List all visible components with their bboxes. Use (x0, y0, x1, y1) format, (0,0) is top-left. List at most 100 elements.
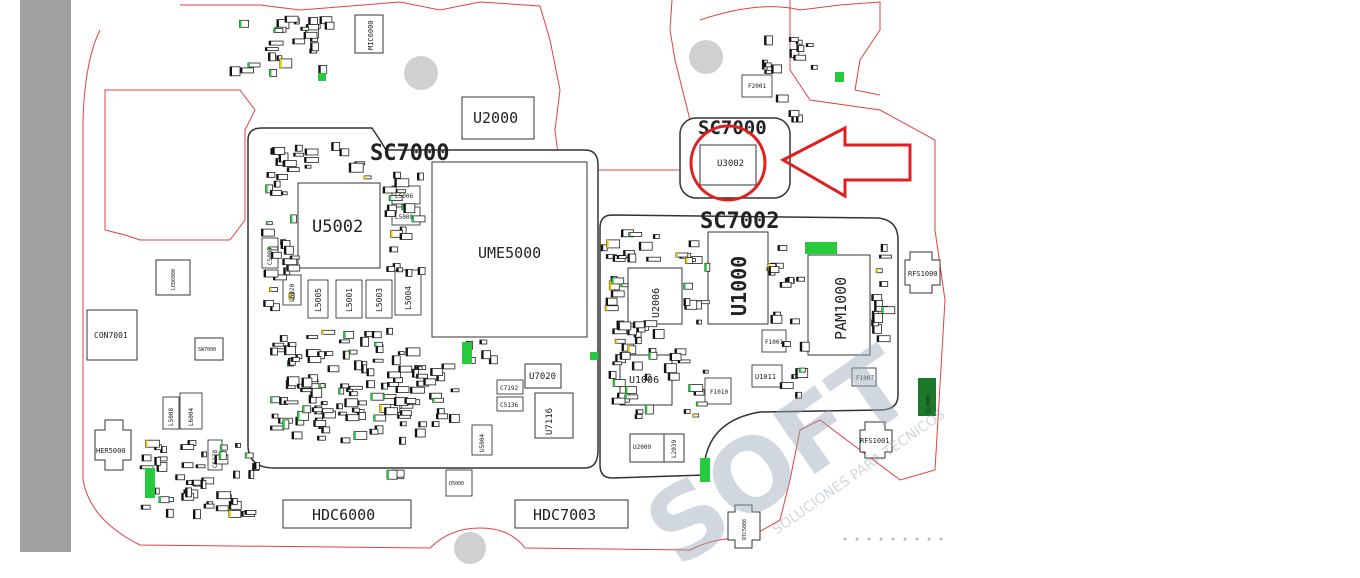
smd-pad (615, 354, 618, 363)
smd-pad (269, 69, 272, 77)
smd-pad (432, 421, 434, 427)
green-pad (145, 468, 155, 498)
smd-pad (416, 381, 419, 387)
smd-pad (297, 384, 300, 389)
smd-pad (284, 246, 287, 255)
smd-pad (239, 20, 242, 28)
smd-pad (787, 277, 790, 284)
smd-pad (322, 411, 325, 418)
smd-pad (216, 505, 219, 511)
smd-pad (874, 300, 877, 307)
smd-pad (643, 320, 646, 327)
label-sc7002: SC7002 (700, 209, 779, 234)
smd-pad (879, 281, 882, 287)
smd-pad (276, 19, 279, 29)
smd-pad (410, 387, 413, 394)
smd-pad (417, 173, 420, 180)
smd-pad (879, 255, 882, 259)
label-sc7000-top: SC7000 (698, 117, 767, 139)
smd-pad (361, 364, 364, 373)
smd-pad (354, 360, 357, 370)
smd-pad (301, 378, 304, 387)
smd-pad (415, 429, 418, 437)
smd-pad (373, 415, 376, 421)
smd-pad (785, 278, 788, 284)
smd-pad (339, 339, 342, 343)
box-rfs1000 (904, 251, 941, 294)
smd-pad (675, 253, 678, 257)
smd-pad (186, 480, 189, 485)
smd-pad (200, 480, 203, 489)
smd-pad (606, 254, 609, 259)
smd-pad (268, 246, 271, 250)
smd-pad (704, 263, 707, 272)
smd-pad (376, 344, 378, 353)
label-l2039: L2039 (671, 440, 678, 458)
smd-part (347, 385, 363, 390)
label-dtc5008: DTC5008 (742, 519, 748, 540)
smd-pad (241, 511, 244, 517)
label-f2001: F2001 (748, 83, 766, 90)
label-d5000: D5000 (449, 481, 464, 487)
green-pad (835, 72, 843, 82)
smd-part (646, 256, 661, 262)
smd-pad (770, 315, 773, 324)
smd-pad (635, 409, 638, 414)
smd-pad (403, 203, 406, 213)
box-led6000 (155, 259, 191, 296)
smd-part (263, 269, 279, 278)
smd-pad (319, 383, 321, 388)
smd-pad (395, 386, 398, 393)
smd-pad (181, 493, 184, 501)
label-mic6000: MIC6000 (367, 20, 375, 50)
smd-pad (295, 354, 298, 359)
board-outline-left (82, 0, 946, 551)
smd-pad (340, 383, 343, 388)
smd-pad (628, 232, 631, 237)
smd-pad (185, 487, 188, 497)
smd-pad (292, 38, 295, 44)
label-u5004: U5004 (479, 434, 486, 452)
smd-pad (664, 363, 667, 373)
smd-pad (327, 365, 330, 372)
smd-pad (204, 504, 206, 509)
smd-pad (343, 331, 346, 339)
smd-pad (309, 395, 312, 404)
label-her5000: HER5000 (96, 447, 126, 455)
smd-pad (266, 172, 269, 178)
label-l5004: L5004 (404, 286, 413, 310)
chip-u5002 (297, 182, 381, 269)
smd-pad (193, 509, 196, 519)
smd-pad (289, 293, 292, 299)
smd-pad (881, 306, 884, 314)
smd-pad (392, 355, 395, 365)
smd-pad (343, 351, 346, 360)
smd-pad (248, 63, 250, 67)
smd-pad (412, 369, 415, 378)
label-f1001: F1001 (765, 339, 783, 346)
box-hdc7003 (514, 499, 629, 529)
label-led6000: LED6000 (171, 269, 177, 290)
smd-pad (789, 37, 792, 42)
smd-pad (782, 341, 785, 347)
smd-part (304, 156, 319, 163)
smd-pad (372, 331, 375, 338)
smd-pad (317, 436, 320, 441)
ind-l5001 (335, 279, 363, 319)
smd-pad (653, 329, 656, 339)
smd-pad (196, 464, 198, 468)
label-pam1000: PAM1000 (832, 277, 850, 340)
smd-pad (349, 391, 352, 396)
smd-pad (609, 280, 612, 290)
smd-pad (418, 267, 421, 275)
label-u5002: U5002 (312, 217, 363, 237)
smd-pad (881, 244, 884, 252)
smd-pad (632, 362, 635, 370)
smd-pad (348, 386, 351, 390)
smd-part (348, 162, 364, 173)
smd-pad (265, 47, 268, 51)
smd-pad (436, 372, 439, 381)
dotted-line (843, 537, 943, 541)
smd-pad (344, 398, 347, 407)
